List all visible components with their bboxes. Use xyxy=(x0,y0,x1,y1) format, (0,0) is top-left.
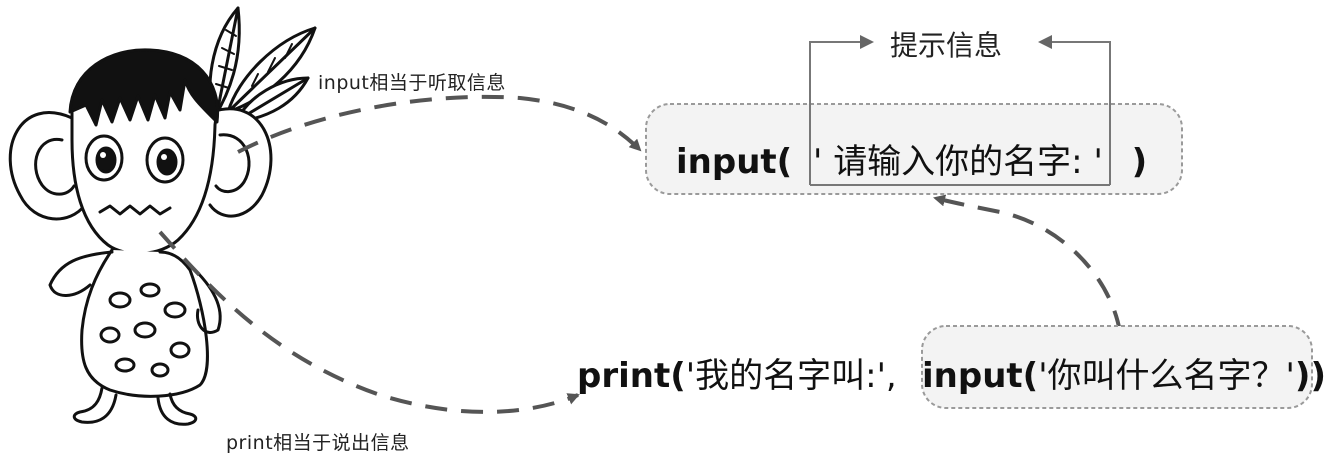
inner-input-box xyxy=(921,325,1313,409)
close-parens-token: )) xyxy=(1294,356,1326,396)
top-input-expression: input( ' 请输入你的名字: ' ) xyxy=(676,134,1147,183)
hint-bracket xyxy=(809,35,1111,186)
input-func-token: input( xyxy=(676,142,793,182)
open-quote-token: ' xyxy=(813,142,823,182)
close-quote-token: ' xyxy=(1093,142,1103,182)
dashed-arrow-speak xyxy=(158,230,580,414)
prompt-text-token: 请输入你的名字: xyxy=(833,142,1083,182)
inner-input-func-token: input( xyxy=(922,356,1039,396)
cartoon-character-icon xyxy=(8,6,317,426)
bottom-print-expression: print('我的名字叫:', xyxy=(577,348,897,397)
dashed-arrow-return xyxy=(933,194,1122,333)
print-description-label: print相当于说出信息 xyxy=(226,432,410,454)
dashed-arrow-listen xyxy=(237,94,642,154)
input-expression-box xyxy=(645,103,1183,195)
inner-input-expression: input('你叫什么名字？')) xyxy=(922,348,1326,397)
print-text-token: '我的名字叫:', xyxy=(685,356,897,396)
inner-input-text-token: '你叫什么名字？' xyxy=(1038,356,1295,396)
close-paren-token: ) xyxy=(1131,142,1148,182)
input-description-label: input相当于听取信息 xyxy=(318,72,506,94)
hint-label: 提示信息 xyxy=(890,29,1003,62)
print-func-token: print( xyxy=(577,356,686,396)
